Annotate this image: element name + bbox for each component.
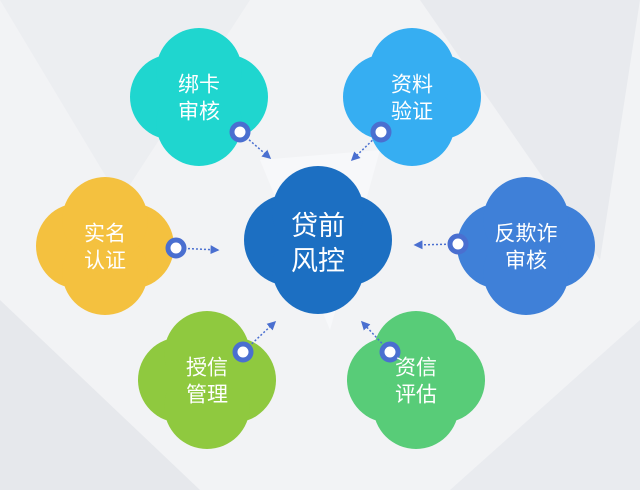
node-label-real-name: 实名 认证 bbox=[84, 221, 126, 273]
arrow-credit-eval bbox=[360, 320, 391, 353]
ring-marker-icon bbox=[370, 121, 392, 143]
arrow-credit-grant bbox=[242, 320, 277, 353]
ring-marker-icon bbox=[165, 237, 187, 259]
ring-marker-icon bbox=[447, 233, 469, 255]
node-shape-bind-card bbox=[130, 28, 268, 166]
node-shape-anti-fraud bbox=[457, 177, 595, 315]
node-shape-credit-grant bbox=[138, 311, 276, 449]
node-label-credit-eval: 资信 评估 bbox=[395, 355, 437, 407]
node-shape-real-name bbox=[36, 177, 174, 315]
ring-marker-icon bbox=[379, 341, 401, 363]
node-label-anti-fraud: 反欺诈 审核 bbox=[494, 221, 558, 273]
arrow-anti-fraud bbox=[413, 240, 459, 250]
ring-marker-icon bbox=[229, 121, 251, 143]
arrow-data-verify bbox=[350, 131, 382, 162]
node-label-credit-grant: 授信 管理 bbox=[186, 355, 228, 407]
node-shape-credit-eval bbox=[347, 311, 485, 449]
arrow-bind-card bbox=[239, 131, 272, 159]
node-label-bind-card: 绑卡 审核 bbox=[178, 72, 220, 124]
arrow-real-name bbox=[175, 245, 220, 255]
ring-marker-icon bbox=[232, 341, 254, 363]
center-node-label: 贷前 风控 bbox=[291, 210, 345, 277]
center-node-shape bbox=[244, 166, 392, 314]
node-shape-data-verify bbox=[343, 28, 481, 166]
node-label-data-verify: 资料 验证 bbox=[391, 72, 433, 124]
